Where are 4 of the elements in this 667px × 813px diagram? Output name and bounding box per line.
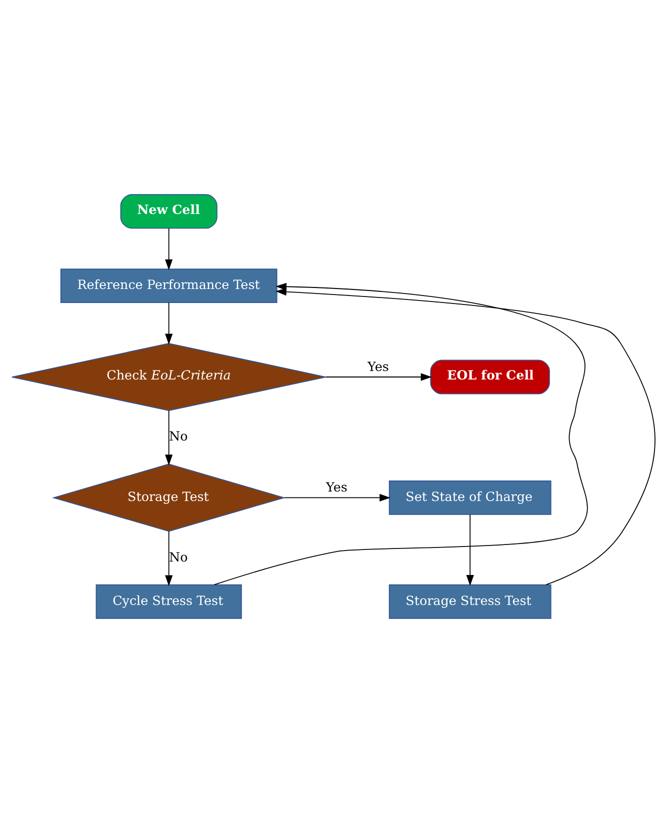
edge-label: No bbox=[168, 549, 188, 564]
edge-label: Yes bbox=[368, 358, 389, 374]
edge-label: Yes bbox=[326, 480, 348, 495]
edge-label: No bbox=[168, 428, 188, 444]
